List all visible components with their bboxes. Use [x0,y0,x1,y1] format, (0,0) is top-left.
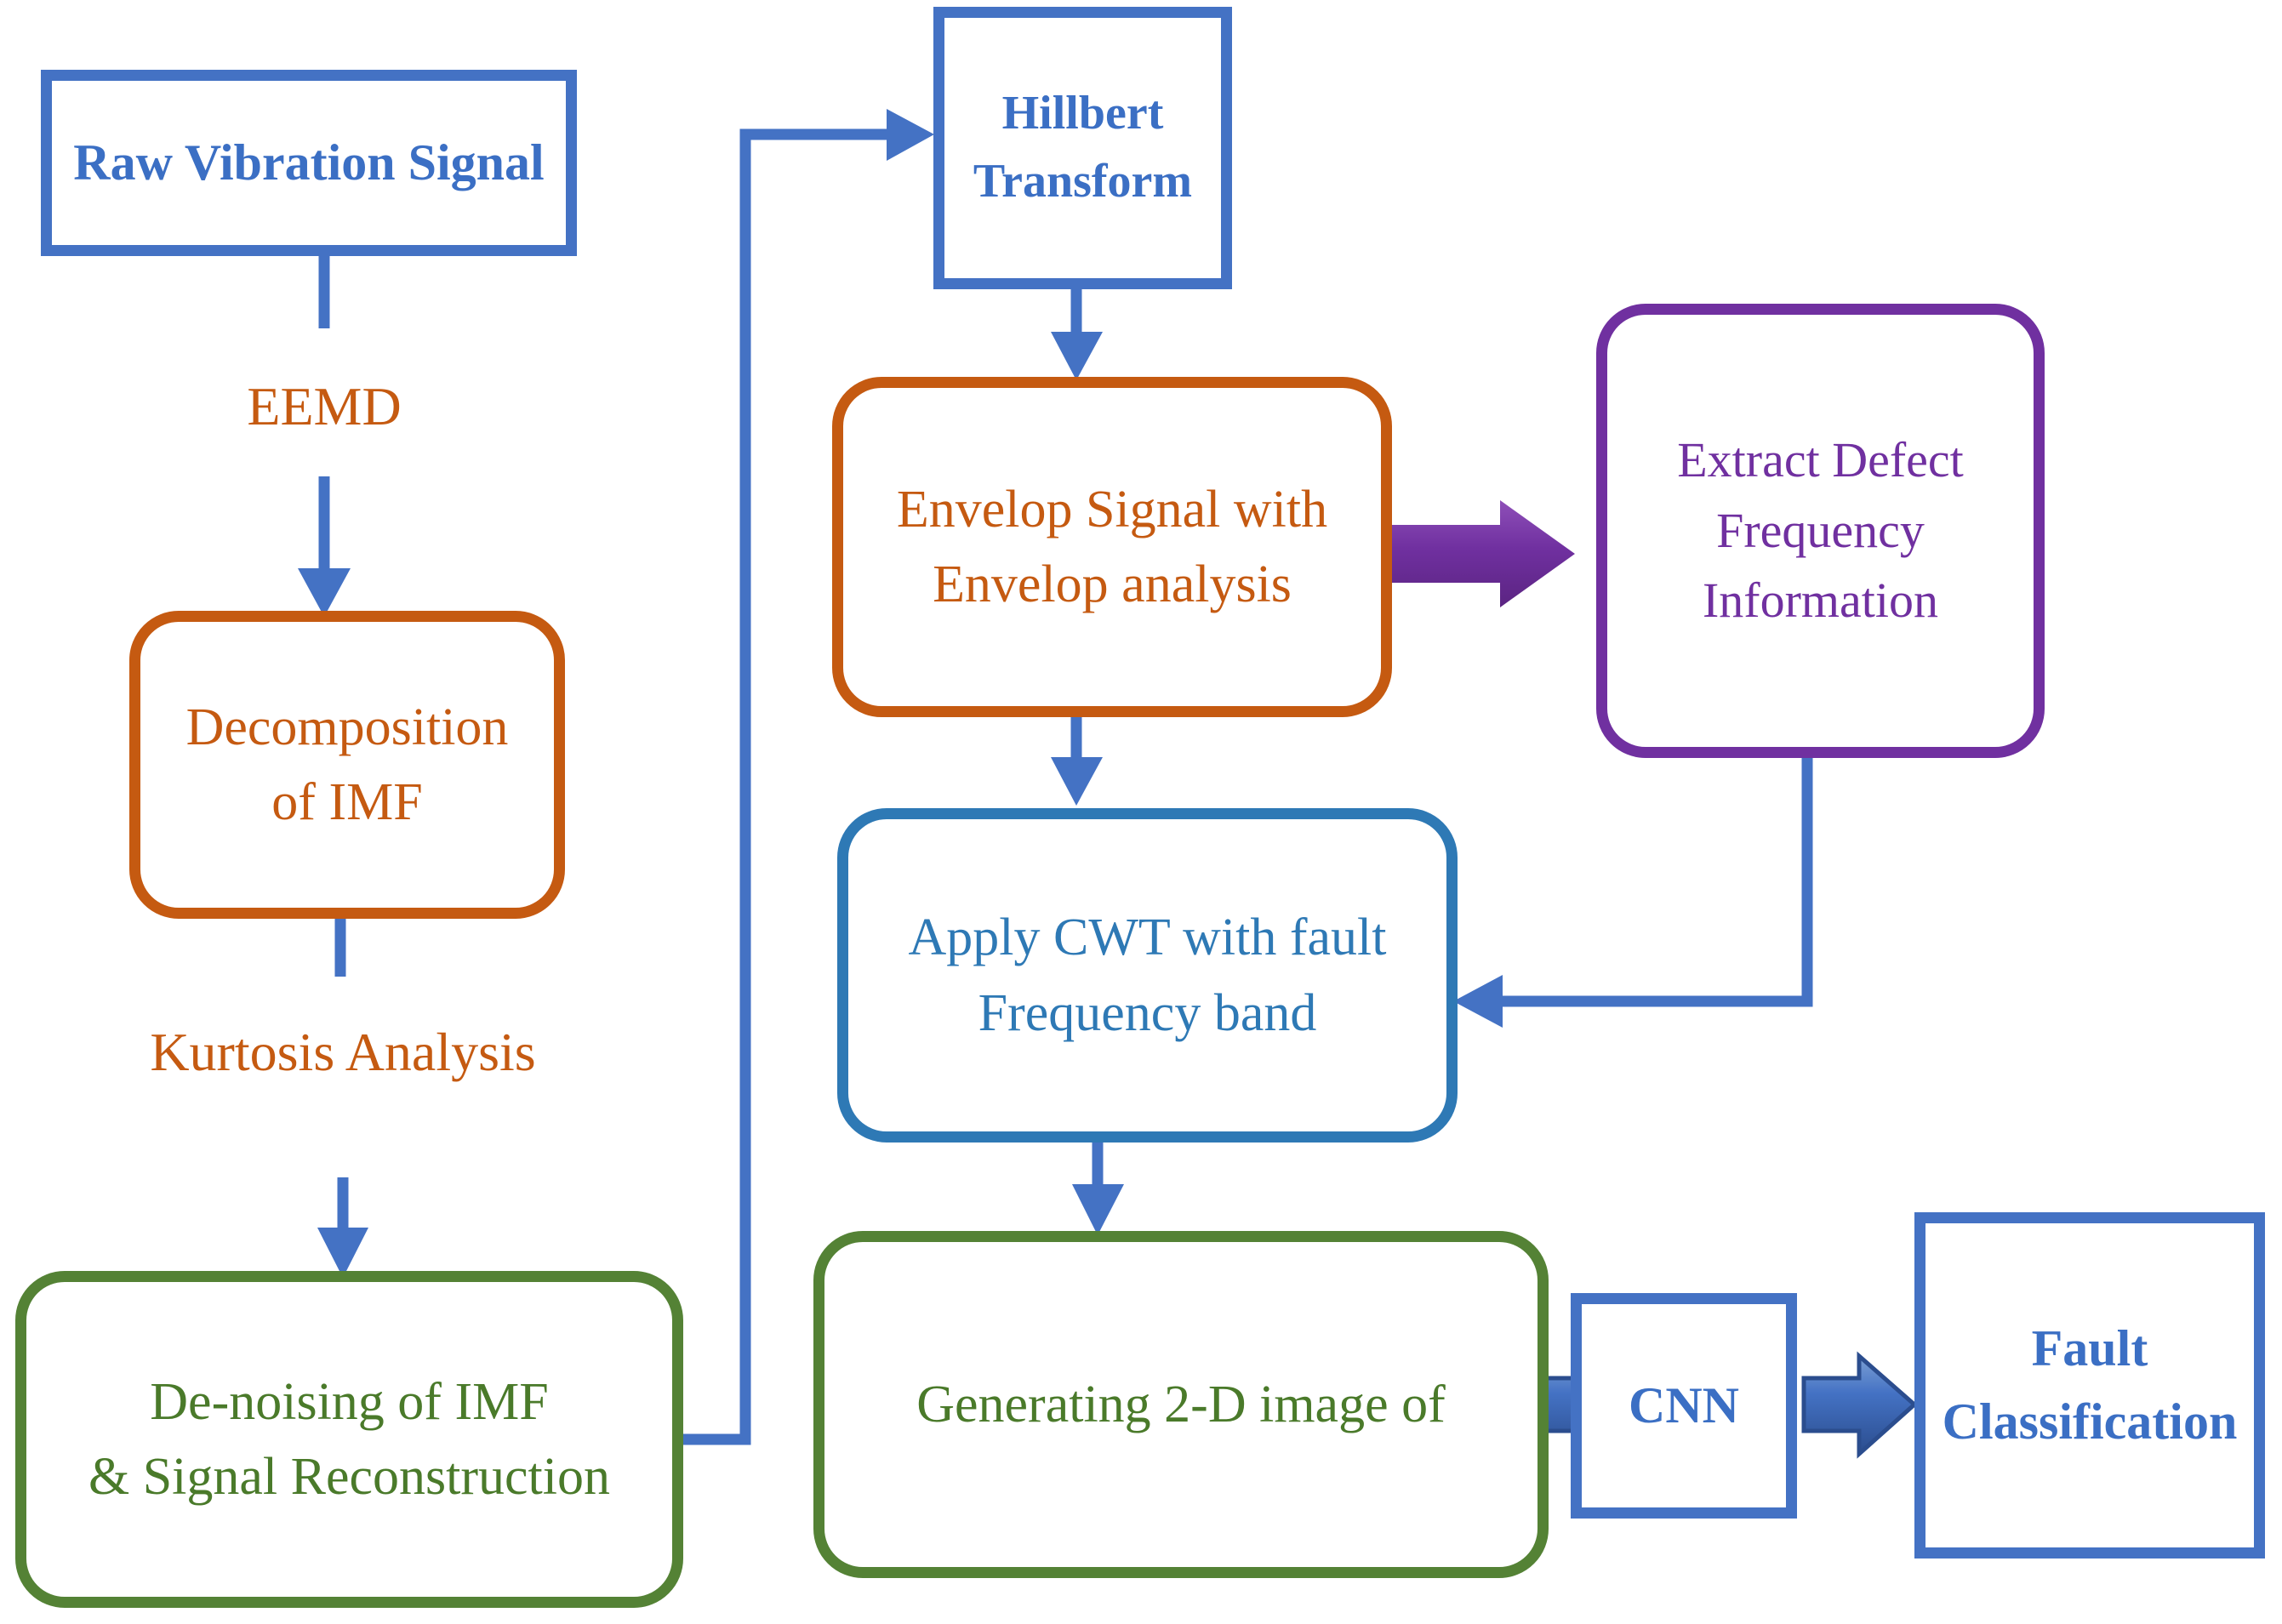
edge-label-kurtosis-analysis-text: Kurtosis Analysis [150,1022,536,1082]
edge-label-eemd-text: EEMD [247,376,402,436]
node-raw-vibration-signal-label: Raw Vibration Signal [73,134,545,191]
node-extract-defect-frequency-label: Extract Defect Frequency Information [1677,432,1964,629]
node-apply-cwt-label: Apply CWT with fault Frequency band [908,909,1387,1042]
node-denoising-signal-reconstruction[interactable]: De-noising of IMF & Signal Reconstructio… [15,1271,683,1608]
node-envelope-signal-label: Envelop Signal with Envelop analysis [896,480,1328,613]
node-extract-defect-frequency[interactable]: Extract Defect Frequency Information [1596,304,2045,758]
node-hillbert-transform-label: Hillbert Transform [973,87,1193,208]
node-denoising-signal-reconstruction-label: De-noising of IMF & Signal Reconstructio… [88,1372,611,1506]
edge-label-kurtosis-analysis: Kurtosis Analysis [54,1021,632,1084]
connector-envelope-to-apply-cwt [1051,717,1103,806]
node-envelope-signal[interactable]: Envelop Signal with Envelop analysis [832,377,1392,717]
node-raw-vibration-signal[interactable]: Raw Vibration Signal [41,70,577,256]
connector-eemd-to-decomposition [298,476,351,617]
node-cnn-label: CNN [1629,1376,1739,1433]
node-cnn[interactable]: CNN [1571,1293,1797,1519]
connector-apply-cwt-to-generate-image [1072,1142,1124,1235]
connector-hilbert-to-envelope [1051,288,1103,380]
node-generating-2d-image-label: Generating 2-D image of [916,1375,1446,1433]
connector-extract-defect-to-apply-cwt [1453,752,1813,1028]
node-decomposition-of-imf-label: Decomposition of IMF [185,698,509,831]
connector-denoising-to-hilbert [681,109,934,1445]
node-fault-classification[interactable]: Fault Classification [1914,1212,2265,1558]
node-apply-cwt[interactable]: Apply CWT with fault Frequency band [837,808,1458,1142]
connector-envelope-to-extract-defect [1385,500,1575,607]
node-hillbert-transform[interactable]: Hillbert Transform [933,7,1232,289]
node-generating-2d-image[interactable]: Generating 2-D image of [813,1231,1549,1578]
connector-cnn-to-fault-classification [1801,1351,1918,1459]
node-decomposition-of-imf[interactable]: Decomposition of IMF [129,611,565,919]
connector-kurtosis-to-denoising [317,1177,368,1278]
edge-label-eemd: EEMD [154,375,494,438]
node-fault-classification-label: Fault Classification [1942,1320,2238,1450]
